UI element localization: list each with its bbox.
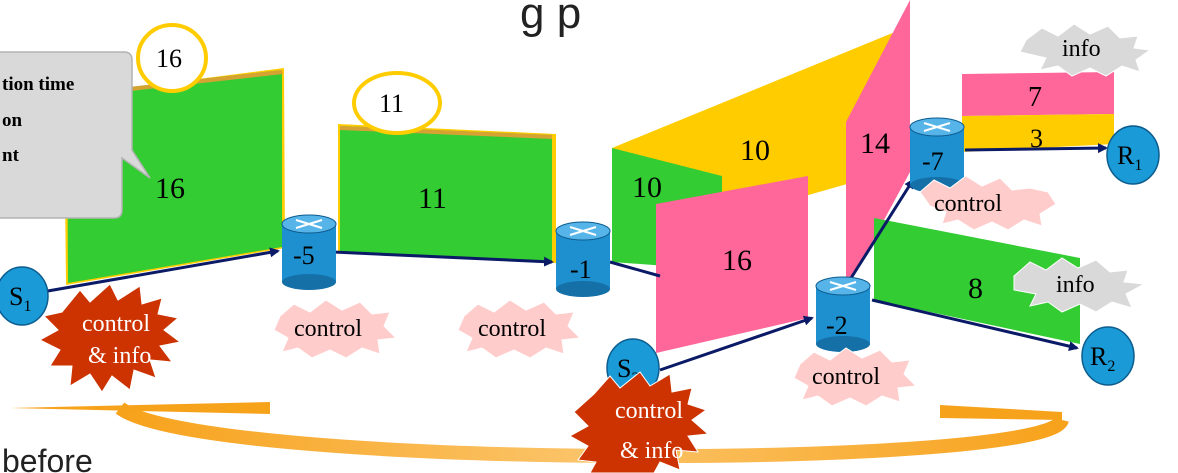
plane-r1-yellow [962,114,1114,152]
circle-16 [136,23,208,93]
router-a[interactable] [281,214,337,290]
burst-s2-info: & info [620,438,683,464]
burst-s2 [568,371,710,473]
plane-pink-tall [846,0,910,290]
plane-r1-pink [962,72,1114,116]
node-s1[interactable] [0,266,49,326]
circle-11 [352,71,442,135]
node-r1-label: R1 [1117,141,1142,174]
node-s1-main: S [9,282,23,311]
plane-pink-tall-value: 14 [860,127,890,160]
cloud-control-b [457,299,582,359]
cloud-control-c-text: control [812,364,880,390]
cloud-info-right-text: info [1056,272,1095,298]
plane-s2-value: 16 [722,244,752,277]
cloud-control-d [919,175,1057,231]
plane-yellow-branch-value: 10 [740,134,770,167]
burst-s1-control: control [82,311,150,337]
burst-s2-control: control [615,398,683,424]
feedback-arrow [10,402,1069,464]
node-r2-main: R [1090,342,1108,371]
callout-line-3: nt [2,145,20,166]
callout-bubble [0,51,151,219]
plane-green-branch-value: 10 [632,171,662,204]
burst-s1-info: & info [88,343,151,369]
node-r2-label: R2 [1090,342,1115,375]
cloud-control-b-text: control [478,316,546,342]
node-r1-sub: 1 [1134,157,1142,174]
callout-line-1: tion time [2,74,74,95]
node-r2-sub: 2 [1107,358,1115,375]
router-b[interactable] [555,221,611,297]
plane-r2-green [874,218,1080,344]
plane-r2-value: 8 [968,272,983,305]
plane-r1-pink-value: 7 [1028,82,1042,113]
circle-16-value: 16 [156,44,182,73]
cloud-info-top-text: info [1062,36,1101,62]
router-d[interactable] [909,117,965,193]
cloud-info-right [1013,257,1146,313]
circle-11-value: 11 [379,89,404,118]
node-s1-sub: 1 [23,298,31,315]
link-lines [41,143,1108,372]
plane-s2-pink [656,176,808,353]
router-d-label: -7 [922,147,944,176]
plane-r1-yellow-value: 3 [1030,124,1043,153]
node-s1-label: S1 [9,282,31,315]
node-r1-main: R [1117,141,1135,170]
before-label: before [2,443,93,473]
router-b-label: -1 [570,255,592,284]
callout-line-2: on [2,110,23,131]
burst-s1 [38,283,182,393]
cloud-control-c [793,347,918,407]
cloud-control-a-text: control [294,316,362,342]
router-c[interactable] [815,276,871,352]
router-a-label: -5 [293,241,315,270]
title-fragment: g p [520,0,581,38]
node-r2[interactable] [1081,326,1135,386]
node-r1[interactable] [1106,125,1160,185]
cloud-control-d-text: control [934,191,1002,217]
plane-mid-green [338,124,556,263]
plane-s1-value: 16 [155,172,185,205]
cloud-control-a [273,299,398,359]
plane-mid-value: 11 [418,182,447,215]
node-s2-main: S [617,354,631,383]
router-c-label: -2 [826,311,848,340]
cloud-info-top [1019,23,1152,77]
